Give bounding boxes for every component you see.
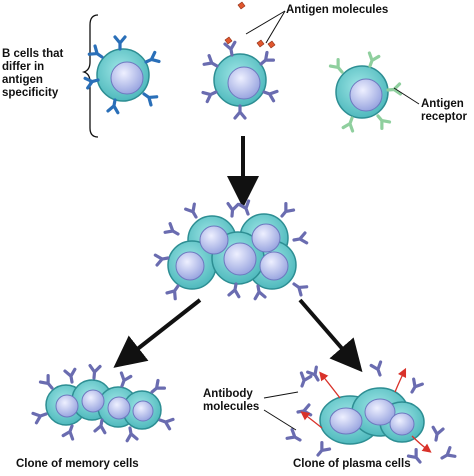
memory-cell-clone [31,364,175,443]
label-memory-clone: Clone of memory cells [16,458,139,470]
b-cell-selected [201,40,279,120]
label-antibody-molecules: Antibody molecules [203,388,260,413]
antibody-pointer-lines [263,391,299,431]
proliferating-cluster [153,199,309,301]
antigen-pointer-lines [245,10,286,44]
label-antigen-molecules: Antigen molecules [286,4,389,16]
plasma-cell-clone [319,387,425,445]
label-antigen-receptor: Antigen receptor [421,98,468,123]
plasma-arrow [298,298,363,373]
b-cell-blue [83,35,161,115]
receptor-pointer-line [393,87,420,105]
b-cell-green [328,51,402,133]
antigen-molecules [224,1,276,49]
memory-arrow [113,298,202,368]
label-b-cells: B cells that differ in antigen specifici… [2,48,64,99]
secretion-arrows [300,367,432,453]
grouping-bracket [81,14,99,138]
label-plasma-clone: Clone of plasma cells [293,458,411,470]
